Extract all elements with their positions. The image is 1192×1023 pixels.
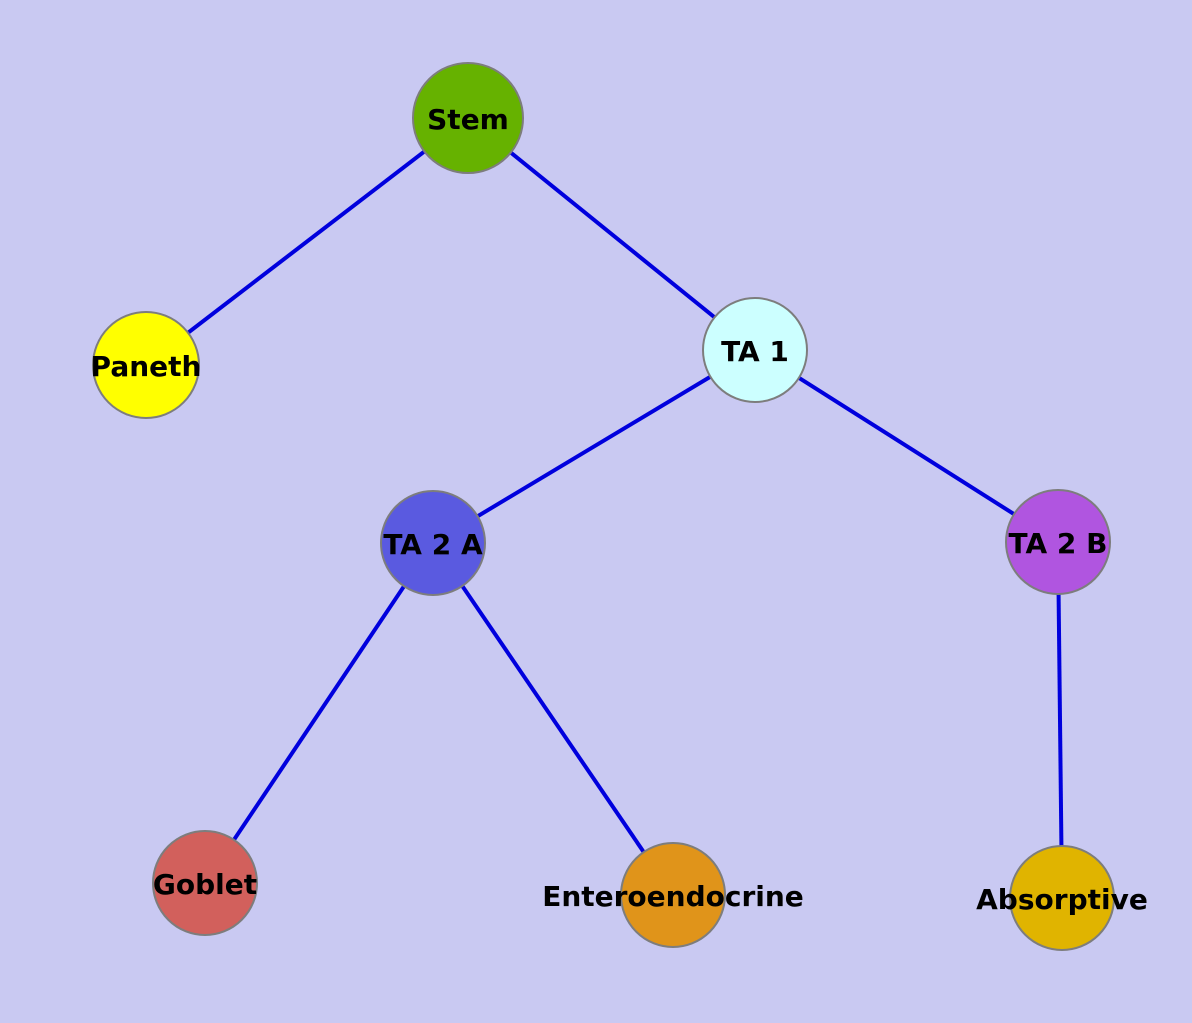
node-circle-enteroendocrine xyxy=(620,842,726,948)
edge-ta1-ta2a xyxy=(431,348,757,545)
edge-ta2b-absorptive xyxy=(1056,541,1064,899)
edge-stem-ta1 xyxy=(466,116,757,352)
node-ta1: TA 1 xyxy=(702,297,808,403)
node-circle-ta2a xyxy=(380,490,486,596)
node-circle-paneth xyxy=(92,311,200,419)
node-circle-absorptive xyxy=(1009,845,1115,951)
edge-ta1-ta2b xyxy=(753,348,1060,544)
node-ta2b: TA 2 B xyxy=(1005,489,1111,595)
node-paneth: Paneth xyxy=(91,311,201,419)
edge-ta2a-enteroendocrine xyxy=(431,541,675,897)
node-circle-goblet xyxy=(152,830,258,936)
node-circle-stem xyxy=(412,62,524,174)
node-stem: Stem xyxy=(412,62,524,174)
edge-ta2a-goblet xyxy=(203,541,435,885)
node-circle-ta1 xyxy=(702,297,808,403)
node-goblet: Goblet xyxy=(152,830,258,936)
node-circle-ta2b xyxy=(1005,489,1111,595)
edge-stem-paneth xyxy=(144,116,470,367)
node-ta2a: TA 2 A xyxy=(380,490,486,596)
